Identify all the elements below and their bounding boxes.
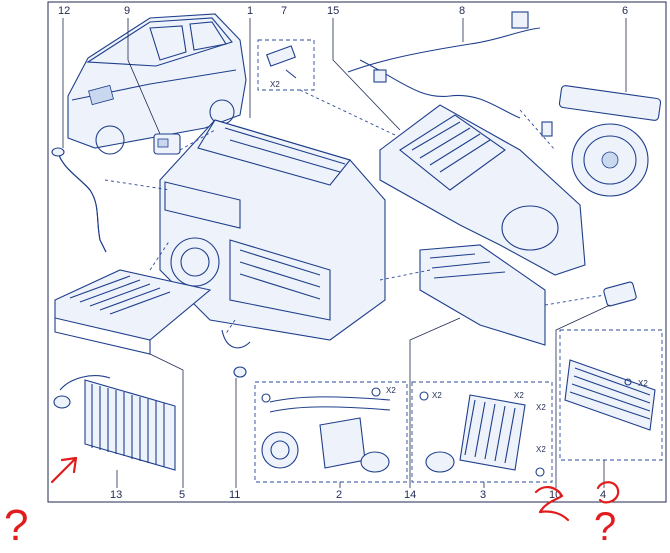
callout-4: 4 — [600, 489, 606, 501]
question-mark-left: ? — [4, 501, 28, 550]
callout-labels: 12 9 1 7 15 8 6 13 5 11 2 14 3 10 4 — [58, 5, 628, 501]
question-mark-right: ? — [594, 505, 616, 549]
pipe-kit-part-2: X2 — [254, 381, 408, 483]
cabin-filter-part-5 — [54, 269, 212, 355]
multiplier-label-3b: X2 — [514, 391, 524, 400]
multiplier-label-4: X2 — [638, 379, 648, 388]
multiplier-label-2: X2 — [386, 386, 396, 395]
red-scribble-10 — [534, 486, 570, 522]
assembly-lines — [104, 89, 606, 336]
multiplier-label-3d: X2 — [536, 445, 546, 454]
callout-1: 1 — [247, 5, 253, 17]
wiring-harness-part-8 — [347, 11, 553, 137]
kit-part-7: X2 — [257, 39, 315, 91]
callout-15: 15 — [327, 5, 339, 17]
drain-pipe-part-11 — [221, 329, 251, 378]
callout-3: 3 — [480, 489, 486, 501]
red-circle-4 — [596, 481, 620, 504]
blower-housing-part-15 — [379, 104, 586, 276]
callout-9: 9 — [124, 5, 130, 17]
aux-heater-part-4: X2 — [559, 329, 663, 461]
callout-14: 14 — [404, 489, 416, 501]
callout-7: 7 — [281, 5, 287, 17]
sensor-part-10 — [603, 281, 637, 307]
blower-motor-part-6 — [558, 85, 662, 197]
evaporator-part-13 — [53, 375, 176, 471]
red-arrow-mark — [50, 456, 78, 484]
multiplier-label-3a: X2 — [432, 391, 442, 400]
leader-lines — [62, 18, 627, 488]
heater-frame-part-14 — [419, 244, 546, 346]
multiplier-label-7: X2 — [270, 80, 280, 89]
callout-6: 6 — [622, 5, 628, 17]
heater-kit-part-3: X2 X2 X2 X2 — [411, 381, 553, 483]
callout-13: 13 — [110, 489, 122, 501]
red-annotations: ? ? — [4, 456, 620, 550]
multiplier-label-3c: X2 — [536, 403, 546, 412]
hvac-housing-part-1 — [159, 119, 386, 341]
callout-12: 12 — [58, 5, 70, 17]
diagram-frame — [47, 1, 667, 503]
callout-5: 5 — [179, 489, 185, 501]
vehicle-outline — [67, 13, 247, 155]
callout-11: 11 — [229, 489, 240, 501]
callout-2: 2 — [336, 489, 342, 501]
actuator-part-9 — [153, 133, 181, 155]
callout-8: 8 — [459, 5, 465, 17]
hose-part-12 — [51, 147, 107, 253]
